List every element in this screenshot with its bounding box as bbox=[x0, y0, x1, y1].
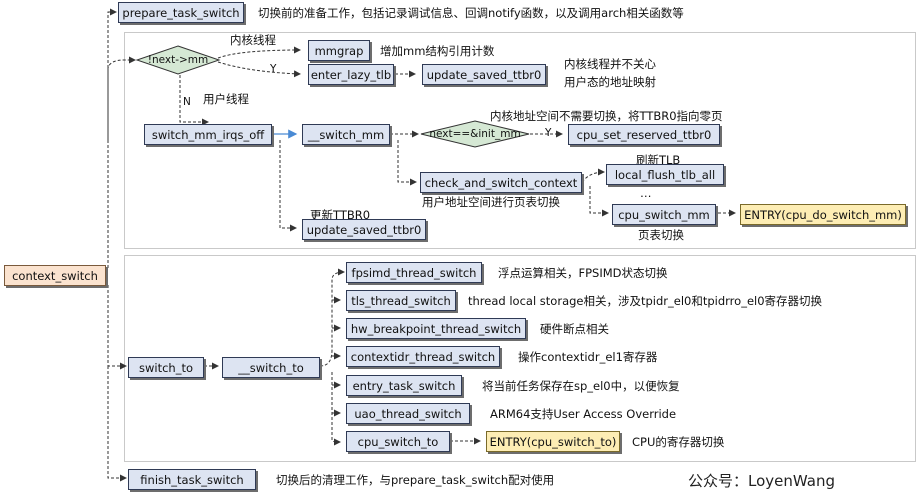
switch-to-node: switch_to bbox=[128, 357, 204, 378]
next-mm-decision bbox=[135, 45, 221, 75]
__switch-mm-node: __switch_mm bbox=[302, 124, 390, 145]
switch-mm-irqs-off-node: switch_mm_irqs_off bbox=[144, 124, 272, 145]
mmgrap-node: mmgrap bbox=[308, 40, 370, 61]
entry-cpu-do-switch-mm-node: ENTRY(cpu_do_switch_mm) bbox=[740, 204, 906, 225]
edge-to-finish bbox=[107, 366, 127, 482]
yes-label-1: Y bbox=[270, 63, 277, 75]
cpu-switch-mm-node: cpu_switch_mm bbox=[612, 204, 716, 225]
fpsimd-thread-switch-node: fpsimd_thread_switch bbox=[346, 262, 482, 283]
context-switch-node: context_switch bbox=[4, 265, 106, 286]
cpu-set-reserved-ttbr0-node: cpu_set_reserved_ttbr0 bbox=[568, 124, 720, 145]
prepare-note: 切换前的准备工作，包括记录调试信息、回调notify函数，以及调用arch相关函… bbox=[258, 6, 684, 20]
uao-note: ARM64支持User Access Override bbox=[490, 407, 677, 421]
cpu-switch-to-node: cpu_switch_to bbox=[346, 431, 450, 452]
prepare-task-switch-node: prepare_task_switch bbox=[118, 2, 244, 23]
edge-diamond-to-mmgrap bbox=[217, 46, 301, 59]
edge-diamond-to-switch-mm-irqs bbox=[179, 70, 209, 126]
update-saved-ttbr0-top-node: update_saved_ttbr0 bbox=[422, 64, 546, 85]
__switch-to-node: __switch_to bbox=[222, 357, 320, 378]
kernel-space-no-switch-note: 内核地址空间不需要切换，将TTBR0指向零页 bbox=[490, 109, 723, 123]
update-ttbr0-note: 更新TTBR0 bbox=[310, 208, 371, 222]
edge-diamond-to-enter-lazy bbox=[217, 61, 301, 78]
no-label-1: N bbox=[183, 96, 191, 108]
flush-tlb-note: 刷新TLB bbox=[636, 153, 681, 167]
enter-lazy-tlb-node: enter_lazy_tlb bbox=[308, 64, 394, 85]
page-table-switch-note: 页表切换 bbox=[638, 228, 684, 242]
edge-__switch_mm-to-check bbox=[397, 140, 417, 186]
kernel-thread-label: 内核线程 bbox=[230, 33, 276, 47]
edge-to-switch-to bbox=[107, 285, 127, 370]
next-init-mm-decision bbox=[420, 120, 530, 148]
edge-to-mm-group bbox=[107, 56, 136, 140]
next-mm-decision-label: !next->mm bbox=[147, 54, 209, 66]
mmgrap-note: 增加mm结构引用计数 bbox=[380, 44, 495, 58]
local-flush-tlb-all-node: local_flush_tlb_all bbox=[606, 164, 724, 185]
check-and-switch-context-node: check_and_switch_context bbox=[420, 172, 582, 193]
yes-label-2: Y bbox=[545, 127, 552, 139]
update-saved-ttbr0-bottom-node: update_saved_ttbr0 bbox=[302, 219, 426, 240]
contextidr-thread-switch-node: contextidr_thread_switch bbox=[346, 346, 500, 367]
edge-bus-lower bbox=[331, 372, 341, 446]
hw-breakpoint-note: 硬件断点相关 bbox=[540, 322, 609, 336]
entry-task-note: 将当前任务保存在sp_el0中，以便恢复 bbox=[482, 379, 680, 393]
tls-note: thread local storage相关，涉及tpidr_el0和tpidr… bbox=[468, 294, 823, 308]
contextidr-note: 操作contextidr_el1寄存器 bbox=[518, 350, 658, 364]
hw-breakpoint-thread-switch-node: hw_breakpoint_thread_switch bbox=[346, 318, 526, 339]
entry-task-switch-node: entry_task_switch bbox=[346, 375, 462, 396]
cpu-regs-note: CPU的寄存器切换 bbox=[632, 435, 725, 449]
kernel-no-user-note-1: 内核线程并不关心 bbox=[564, 57, 656, 71]
edge-__switch_to-bus bbox=[319, 268, 345, 367]
fpsimd-note: 浮点运算相关，FPSIMD状态切换 bbox=[498, 266, 668, 280]
watermark: 公众号：LoyenWang bbox=[688, 472, 835, 490]
edge-check-to-cpu-switch-mm bbox=[589, 186, 609, 217]
next-init-mm-decision-label: next==&init_mm bbox=[429, 128, 521, 140]
edge-switch-mm-irqs-to-update bbox=[279, 140, 297, 232]
tls-thread-switch-node: tls_thread_switch bbox=[346, 290, 456, 311]
edge-to-prepare bbox=[107, 8, 117, 268]
edge-check-to-flush bbox=[581, 168, 605, 183]
uao-thread-switch-node: uao_thread_switch bbox=[346, 403, 470, 424]
finish-note: 切换后的清理工作，与prepare_task_switch配对使用 bbox=[276, 473, 555, 487]
user-space-switch-note: 用户地址空间进行页表切换 bbox=[422, 195, 560, 209]
user-thread-label: 用户线程 bbox=[203, 92, 249, 106]
kernel-no-user-note-2: 用户态的地址映射 bbox=[564, 75, 656, 89]
ellipsis-note: … bbox=[640, 186, 652, 200]
entry-cpu-switch-to-node: ENTRY(cpu_switch_to) bbox=[486, 431, 620, 452]
finish-task-switch-node: finish_task_switch bbox=[128, 469, 256, 490]
